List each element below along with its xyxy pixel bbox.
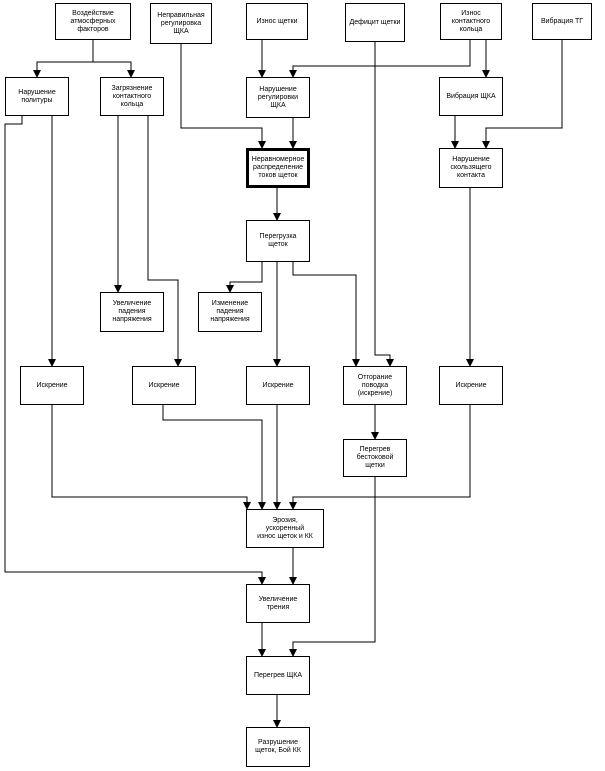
edge-atm-polar <box>33 40 94 78</box>
node-uneven-current-distribution: Неравномерное распределение токов щеток <box>246 148 310 188</box>
node-sparking-5: Искрение <box>439 366 503 405</box>
edge-overheatb-overheat <box>289 477 376 657</box>
node-brush-deficit: Дефицит щетки <box>345 3 405 42</box>
node-polish-damage: Нарушение политуры <box>5 77 69 116</box>
edge-wearring-regbreak <box>289 40 471 78</box>
node-brush-destruction: Разрушение щеток, Бой КК <box>246 727 310 767</box>
node-adjustment-violation: Нарушение регулировки ЩКА <box>246 77 310 118</box>
node-friction-increase: Увеличение трения <box>246 584 310 623</box>
node-sparking-1: Искрение <box>20 366 84 405</box>
node-sparking-2: Искрение <box>132 366 196 405</box>
node-erosion-accelerated-wear: Эрозия, ускоренный износ щеток и КК <box>246 509 324 548</box>
node-wrong-adjustment: Неправильная регулировка ЩКА <box>150 3 212 44</box>
node-atmospheric-factors: Воздействие атмосферных факторов <box>55 3 131 40</box>
node-lead-burnout: Отгорание поводка (искрение) <box>343 366 407 405</box>
node-currentless-brush-overheat: Перегрев бестоковой щетки <box>343 439 407 477</box>
node-voltage-drop-increase: Увеличение падения напряжения <box>100 292 164 332</box>
node-ring-wear: Износ контактного кольца <box>440 3 502 40</box>
edge-deficit-leadburn <box>374 42 394 367</box>
node-voltage-drop-change: Изменение падения напряжения <box>198 292 262 332</box>
edge-spark1-erosion <box>51 405 251 510</box>
edge-vibtg-slide <box>482 40 563 149</box>
node-shka-overheat: Перегрев ЩКА <box>246 656 310 695</box>
edge-regwrong-uneven <box>180 44 266 149</box>
node-shka-vibration: Вибрация ЩКА <box>439 77 503 116</box>
edge-polar-friction <box>4 116 266 585</box>
edge-atm-dirty <box>92 40 135 78</box>
edge-spark2-erosion <box>162 405 266 510</box>
edge-overload-vdchg <box>226 262 263 293</box>
node-sliding-contact-violation: Нарушение скользящего контакта <box>439 148 503 188</box>
edge-spark5-erosion <box>289 405 471 510</box>
node-brush-overload: Перегрузка щеток <box>246 220 310 262</box>
edge-dirty-spark2 <box>147 116 182 367</box>
node-brush-wear: Износ щетки <box>246 3 308 40</box>
node-ring-contamination: Загрязнение контактного кольца <box>100 77 164 116</box>
edge-overload-leadburn <box>292 262 360 367</box>
node-sparking-3: Искрение <box>246 366 310 405</box>
node-tg-vibration: Вибрация ТГ <box>532 3 592 40</box>
